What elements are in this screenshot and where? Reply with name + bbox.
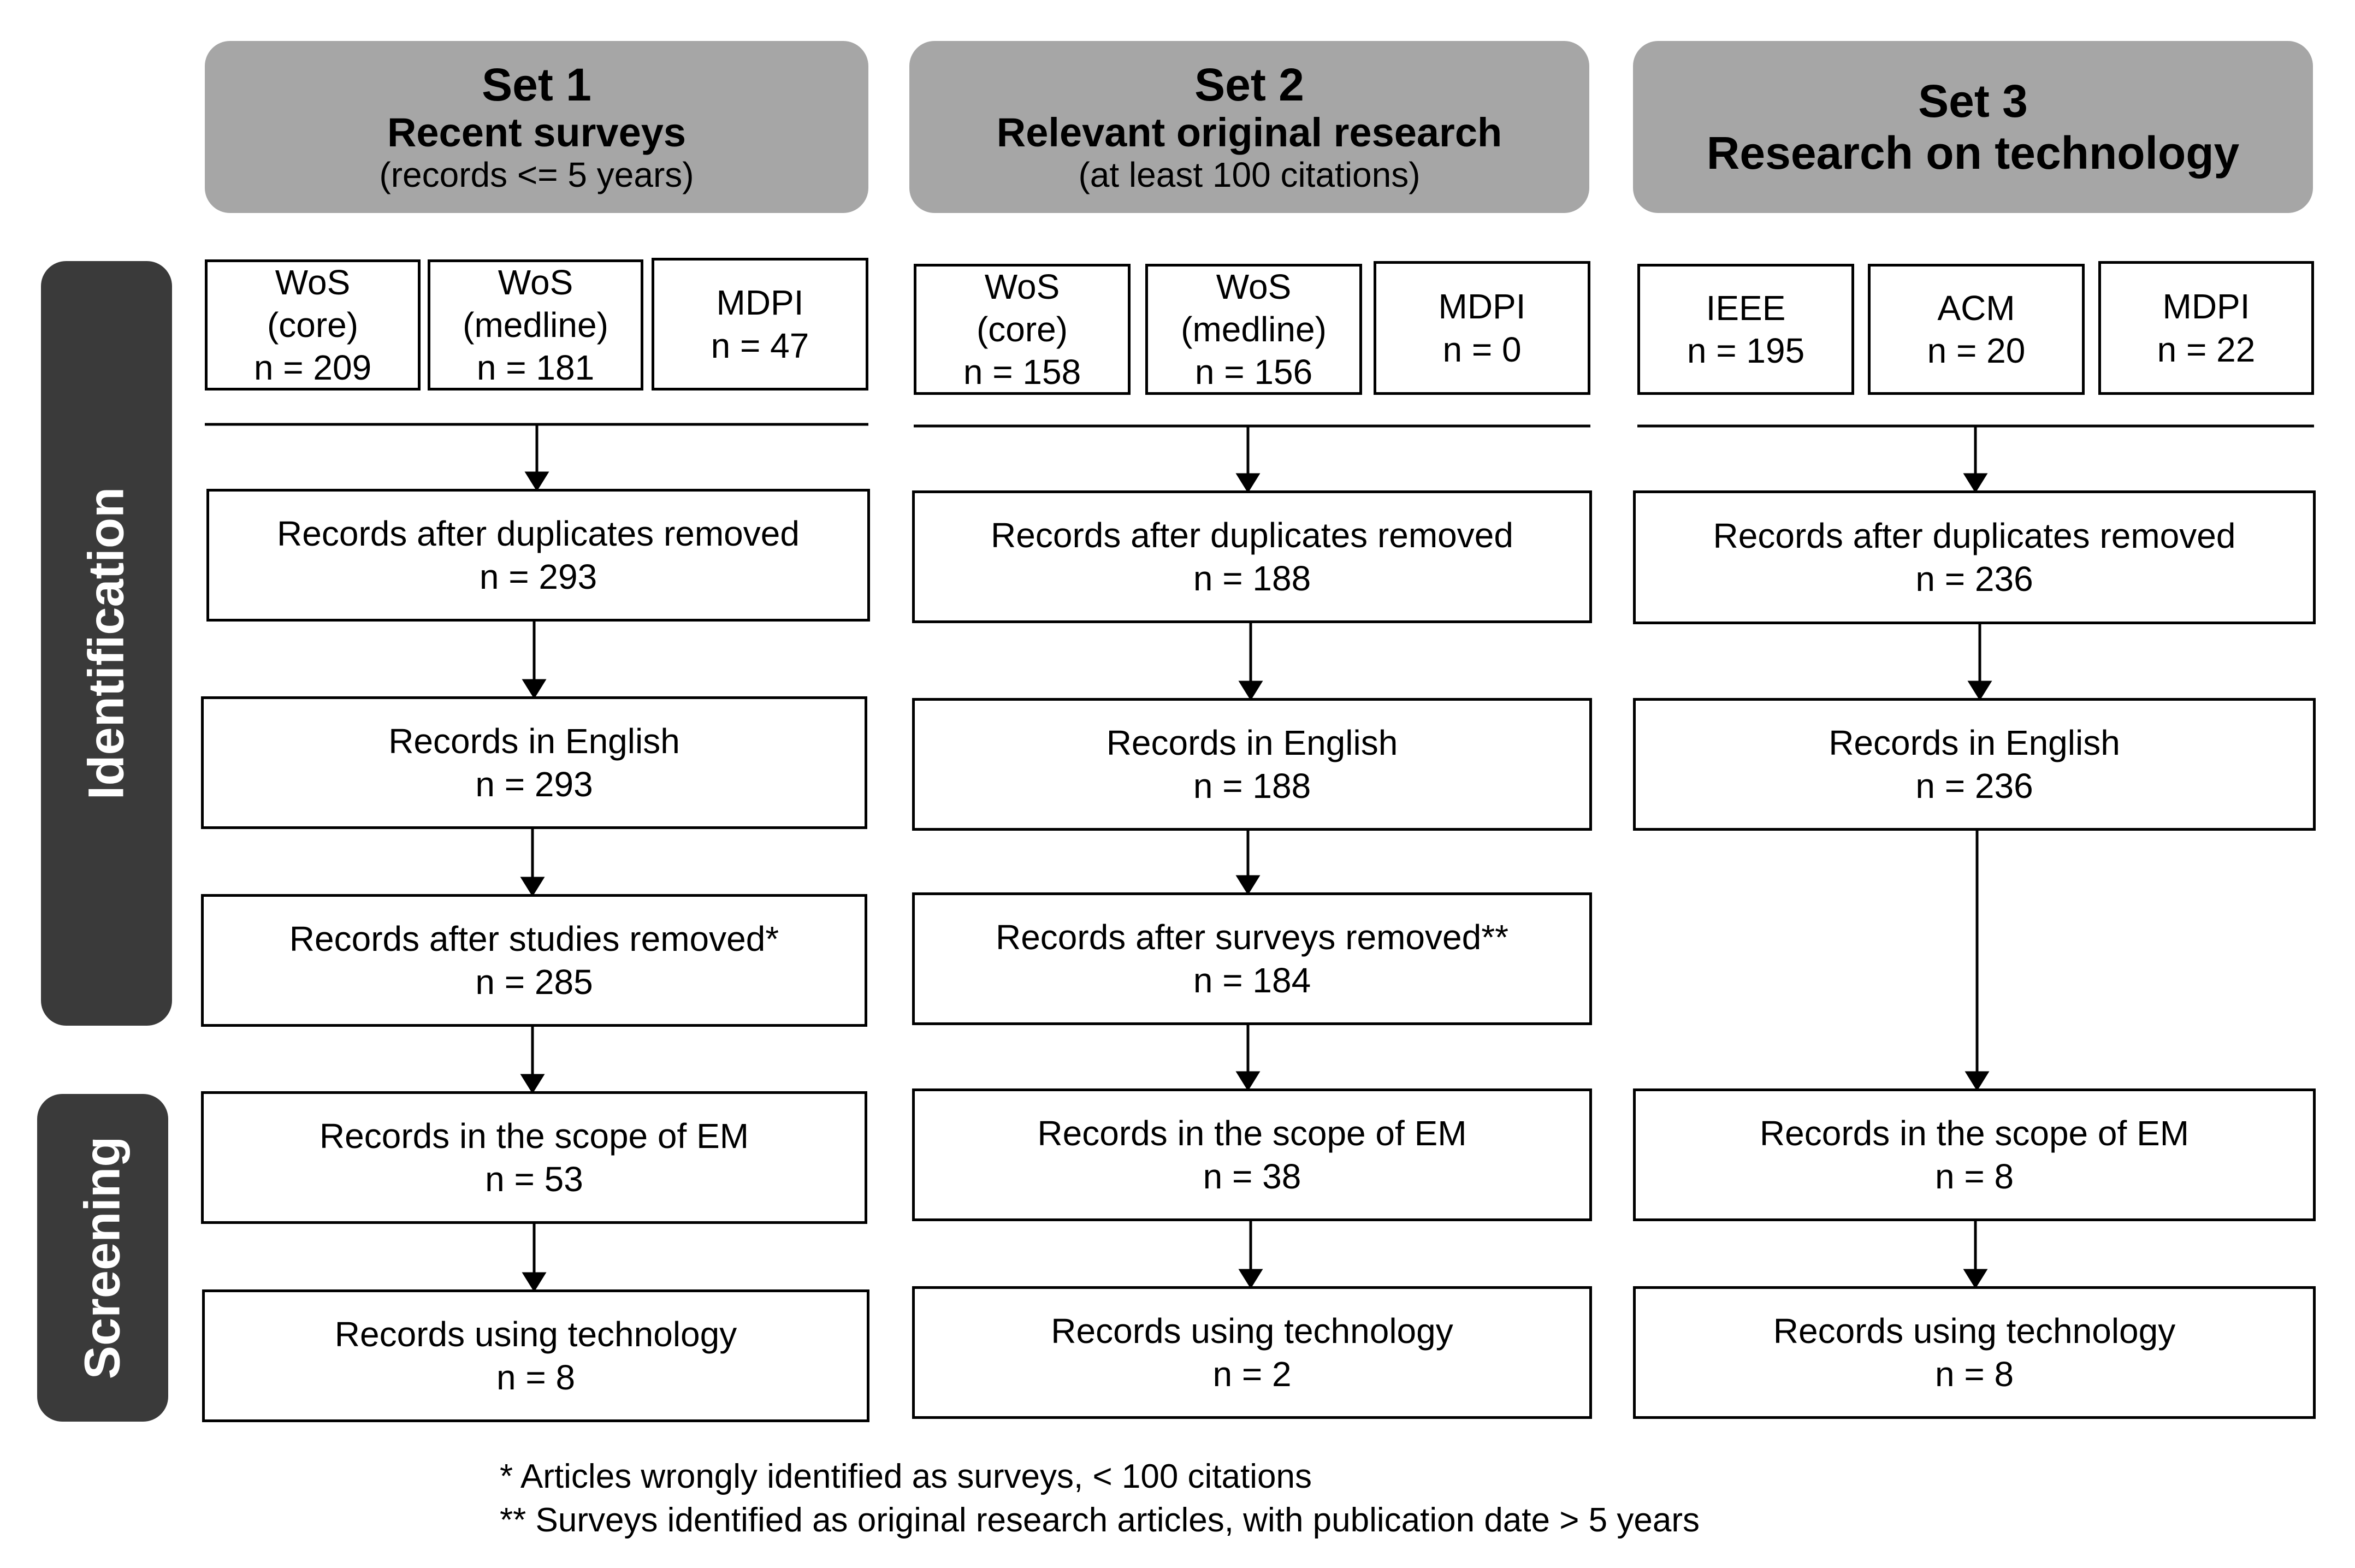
set2-header: Set 2 Relevant original research (at lea…: [909, 41, 1589, 213]
set2-source-wos-core: WoS (core) n = 158: [914, 264, 1131, 395]
set3-step-scope-em: Records in the scope of EM n = 8: [1633, 1088, 2316, 1221]
set3-arrowhead-3: [1965, 1071, 1990, 1091]
set1-arrowhead-1: [524, 471, 549, 492]
set1-arrowhead-5: [522, 1272, 547, 1292]
set2-arrowhead-2: [1238, 681, 1263, 701]
footnote-1: * Articles wrongly identified as surveys…: [500, 1458, 1312, 1495]
set2-step-surveys-removed: Records after surveys removed** n = 184: [912, 892, 1592, 1025]
set1-title: Set 1: [482, 59, 591, 111]
set3-step-english: Records in English n = 236: [1633, 698, 2316, 831]
set1-arrowhead-4: [520, 1074, 545, 1094]
set3-arrowhead-4: [1963, 1269, 1988, 1289]
set1-step-english: Records in English n = 293: [201, 696, 867, 829]
set1-arrowhead-2: [522, 679, 547, 699]
set2-step-duplicates-removed: Records after duplicates removed n = 188: [912, 490, 1592, 623]
set3-header: Set 3 Research on technology: [1633, 41, 2313, 213]
set1-step-studies-removed: Records after studies removed* n = 285: [201, 894, 867, 1027]
set2-source-mdpi: MDPI n = 0: [1374, 261, 1590, 395]
set2-arrowhead-5: [1238, 1269, 1263, 1289]
set2-step-english: Records in English n = 188: [912, 698, 1592, 831]
set2-subtitle: Relevant original research: [996, 110, 1502, 156]
set1-step-using-technology: Records using technology n = 8: [202, 1289, 869, 1422]
set3-arrowhead-1: [1963, 473, 1988, 493]
set2-note: (at least 100 citations): [1078, 155, 1421, 195]
set2-step-scope-em: Records in the scope of EM n = 38: [912, 1088, 1592, 1221]
set1-source-mdpi: MDPI n = 47: [652, 258, 868, 390]
set3-step-duplicates-removed: Records after duplicates removed n = 236: [1633, 490, 2316, 624]
set2-step-using-technology: Records using technology n = 2: [912, 1286, 1592, 1419]
set2-title: Set 2: [1194, 59, 1304, 111]
set2-source-wos-medline: WoS (medline) n = 156: [1145, 264, 1362, 395]
identification-stage-bar: Identification: [41, 261, 172, 1026]
set1-subtitle: Recent surveys: [387, 110, 687, 156]
set3-source-ieee: IEEE n = 195: [1637, 264, 1854, 395]
set2-arrowhead-3: [1235, 875, 1261, 895]
set1-note: (records <= 5 years): [379, 155, 694, 195]
set1-source-wos-core: WoS (core) n = 209: [205, 259, 421, 390]
set2-arrowhead-4: [1235, 1071, 1261, 1091]
set1-header: Set 1 Recent surveys (records <= 5 years…: [205, 41, 868, 213]
set2-arrowhead-1: [1235, 473, 1261, 493]
set1-arrowhead-3: [520, 877, 545, 897]
set1-step-duplicates-removed: Records after duplicates removed n = 293: [206, 489, 870, 622]
set3-subtitle: Research on technology: [1706, 127, 2240, 179]
set1-step-scope-em: Records in the scope of EM n = 53: [201, 1091, 867, 1224]
set3-title: Set 3: [1918, 75, 2028, 127]
footnote-2: ** Surveys identified as original resear…: [500, 1501, 1700, 1539]
set3-arrowhead-2: [1967, 681, 1992, 701]
screening-stage-bar: Screening: [37, 1094, 168, 1422]
set3-step-using-technology: Records using technology n = 8: [1633, 1286, 2316, 1419]
set1-source-wos-medline: WoS (medline) n = 181: [428, 259, 643, 390]
set3-source-acm: ACM n = 20: [1868, 264, 2085, 395]
set3-source-mdpi: MDPI n = 22: [2098, 261, 2314, 395]
